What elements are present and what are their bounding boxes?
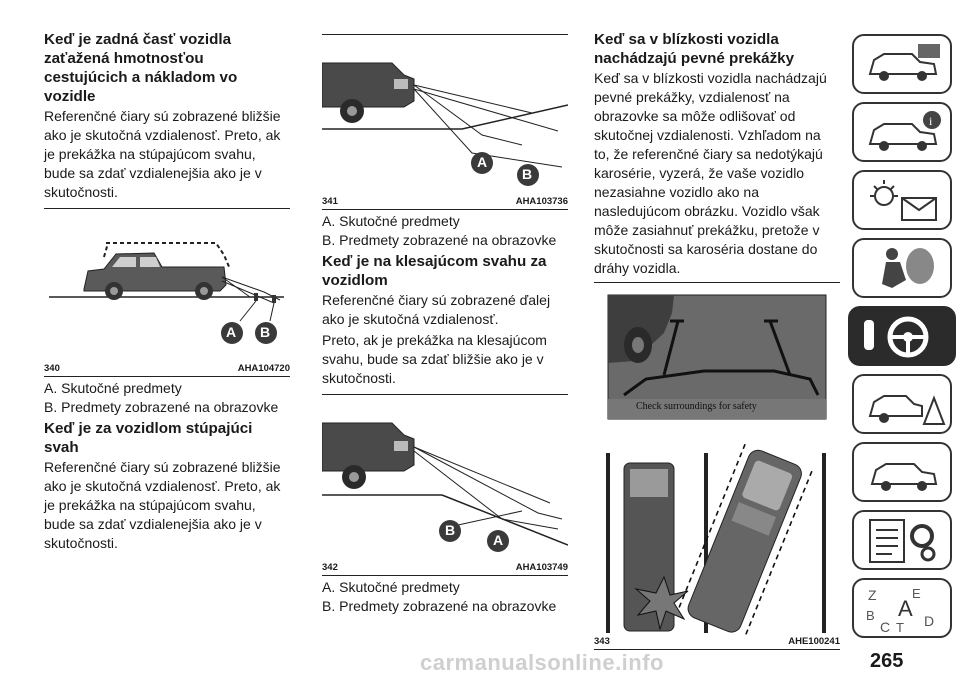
tab-car-info[interactable]: i <box>852 102 952 162</box>
camera-warning-text: Check surroundings for safety <box>636 401 757 412</box>
caption-a-341: A. Skutočné predmety <box>322 213 460 229</box>
column-1: Keď je zadná časť vozidla zaťažená hmotn… <box>44 30 290 553</box>
index-letter-z: Z <box>868 587 877 603</box>
column-3: Keď sa v blízkosti vozidla nachádzajú pe… <box>594 30 840 650</box>
warning-lights-icon <box>870 180 937 221</box>
car-dashboard-icon <box>868 44 940 81</box>
figure-341: A B 341 AHA103736 <box>322 34 568 210</box>
heading-loaded-rear: Keď je zadná časť vozidla zaťažená hmotn… <box>44 31 238 105</box>
steering-key-icon <box>864 316 929 358</box>
tab-warning-lights[interactable] <box>852 170 952 230</box>
index-letters-icon: Z E A B C T D <box>866 586 934 634</box>
index-letter-d: D <box>924 613 934 629</box>
tab-car-service[interactable] <box>852 442 952 502</box>
svg-text:i: i <box>929 114 933 128</box>
index-letter-b: B <box>866 608 875 623</box>
car-info-icon: i <box>868 111 941 151</box>
figure-343-number: 343 <box>594 636 610 647</box>
figure-341-illustration <box>322 35 568 209</box>
paragraph-loaded-rear: Referenčné čiary sú zobrazené bližšie ak… <box>44 108 281 200</box>
page-number: 265 <box>870 650 904 672</box>
caption-b: B. Predmety zobrazené na obrazovke <box>44 399 279 415</box>
tab-airbag[interactable] <box>852 238 952 298</box>
figure-340-label-a: A <box>226 324 237 340</box>
figure-341-label-b: B <box>522 166 533 182</box>
tab-breakdown[interactable] <box>852 374 952 434</box>
figure-341-code: AHA103736 <box>515 196 568 207</box>
figure-340-number: 340 <box>44 363 60 374</box>
paragraph-downhill-1: Referenčné čiary sú zobrazené ďalej ako … <box>322 292 551 327</box>
figure-342-illustration <box>322 395 568 575</box>
paragraph-fixed-obstacles: Keď sa v blízkosti vozidla nachádzajú pe… <box>594 70 827 276</box>
airbag-icon <box>882 248 934 288</box>
tab-steering-key[interactable] <box>848 306 956 366</box>
figure-343-code: AHE100241 <box>788 636 840 647</box>
paragraph-downhill-2: Preto, ak je prekážka na klesajúcom svah… <box>322 332 547 386</box>
caption-b-342: B. Predmety zobrazené na obrazovke <box>322 598 557 614</box>
figure-342-code: AHA103749 <box>515 562 568 573</box>
tab-car-dashboard[interactable] <box>852 34 952 94</box>
paragraph-uphill: Referenčné čiary sú zobrazené bližšie ak… <box>44 459 281 551</box>
index-letter-c: C <box>880 619 890 634</box>
breakdown-icon <box>868 395 946 425</box>
figure-340: A B 340 AHA104720 <box>44 208 290 377</box>
tab-settings-list[interactable] <box>852 510 952 570</box>
caption-b-341: B. Predmety zobrazené na obrazovke <box>322 232 557 248</box>
figure-340-code: AHA104720 <box>237 363 290 374</box>
chapter-tabs: i <box>848 34 956 646</box>
figure-342: B A 342 AHA103749 <box>322 394 568 576</box>
figure-343: Check surroundings for safety 343 AHE100… <box>594 282 840 650</box>
index-letter-a: A <box>898 596 913 621</box>
caption-a: A. Skutočné predmety <box>44 380 182 396</box>
caption-a-342: A. Skutočné predmety <box>322 579 460 595</box>
index-letter-e: E <box>912 586 921 601</box>
figure-342-number: 342 <box>322 562 338 573</box>
heading-downhill: Keď je na klesajúcom svahu za vozidlom <box>322 253 547 289</box>
column-2: A B 341 AHA103736 A. Skutočné predmety B… <box>322 34 568 616</box>
figure-340-illustration <box>44 209 290 376</box>
settings-list-icon <box>869 519 936 563</box>
figure-342-label-a: A <box>493 532 504 548</box>
index-letter-t: T <box>896 620 904 634</box>
figure-343-illustration <box>594 283 840 649</box>
figure-340-label-b: B <box>260 324 271 340</box>
watermark: carmanualsonline.info <box>420 650 664 675</box>
heading-uphill: Keď je za vozidlom stúpajúci svah <box>44 420 253 456</box>
car-service-icon <box>870 463 938 491</box>
figure-341-label-a: A <box>477 154 488 170</box>
heading-fixed-obstacles: Keď sa v blízkosti vozidla nachádzajú pe… <box>594 31 795 67</box>
tab-index[interactable]: Z E A B C T D <box>852 578 952 638</box>
figure-342-label-b: B <box>445 522 456 538</box>
figure-341-number: 341 <box>322 196 338 207</box>
